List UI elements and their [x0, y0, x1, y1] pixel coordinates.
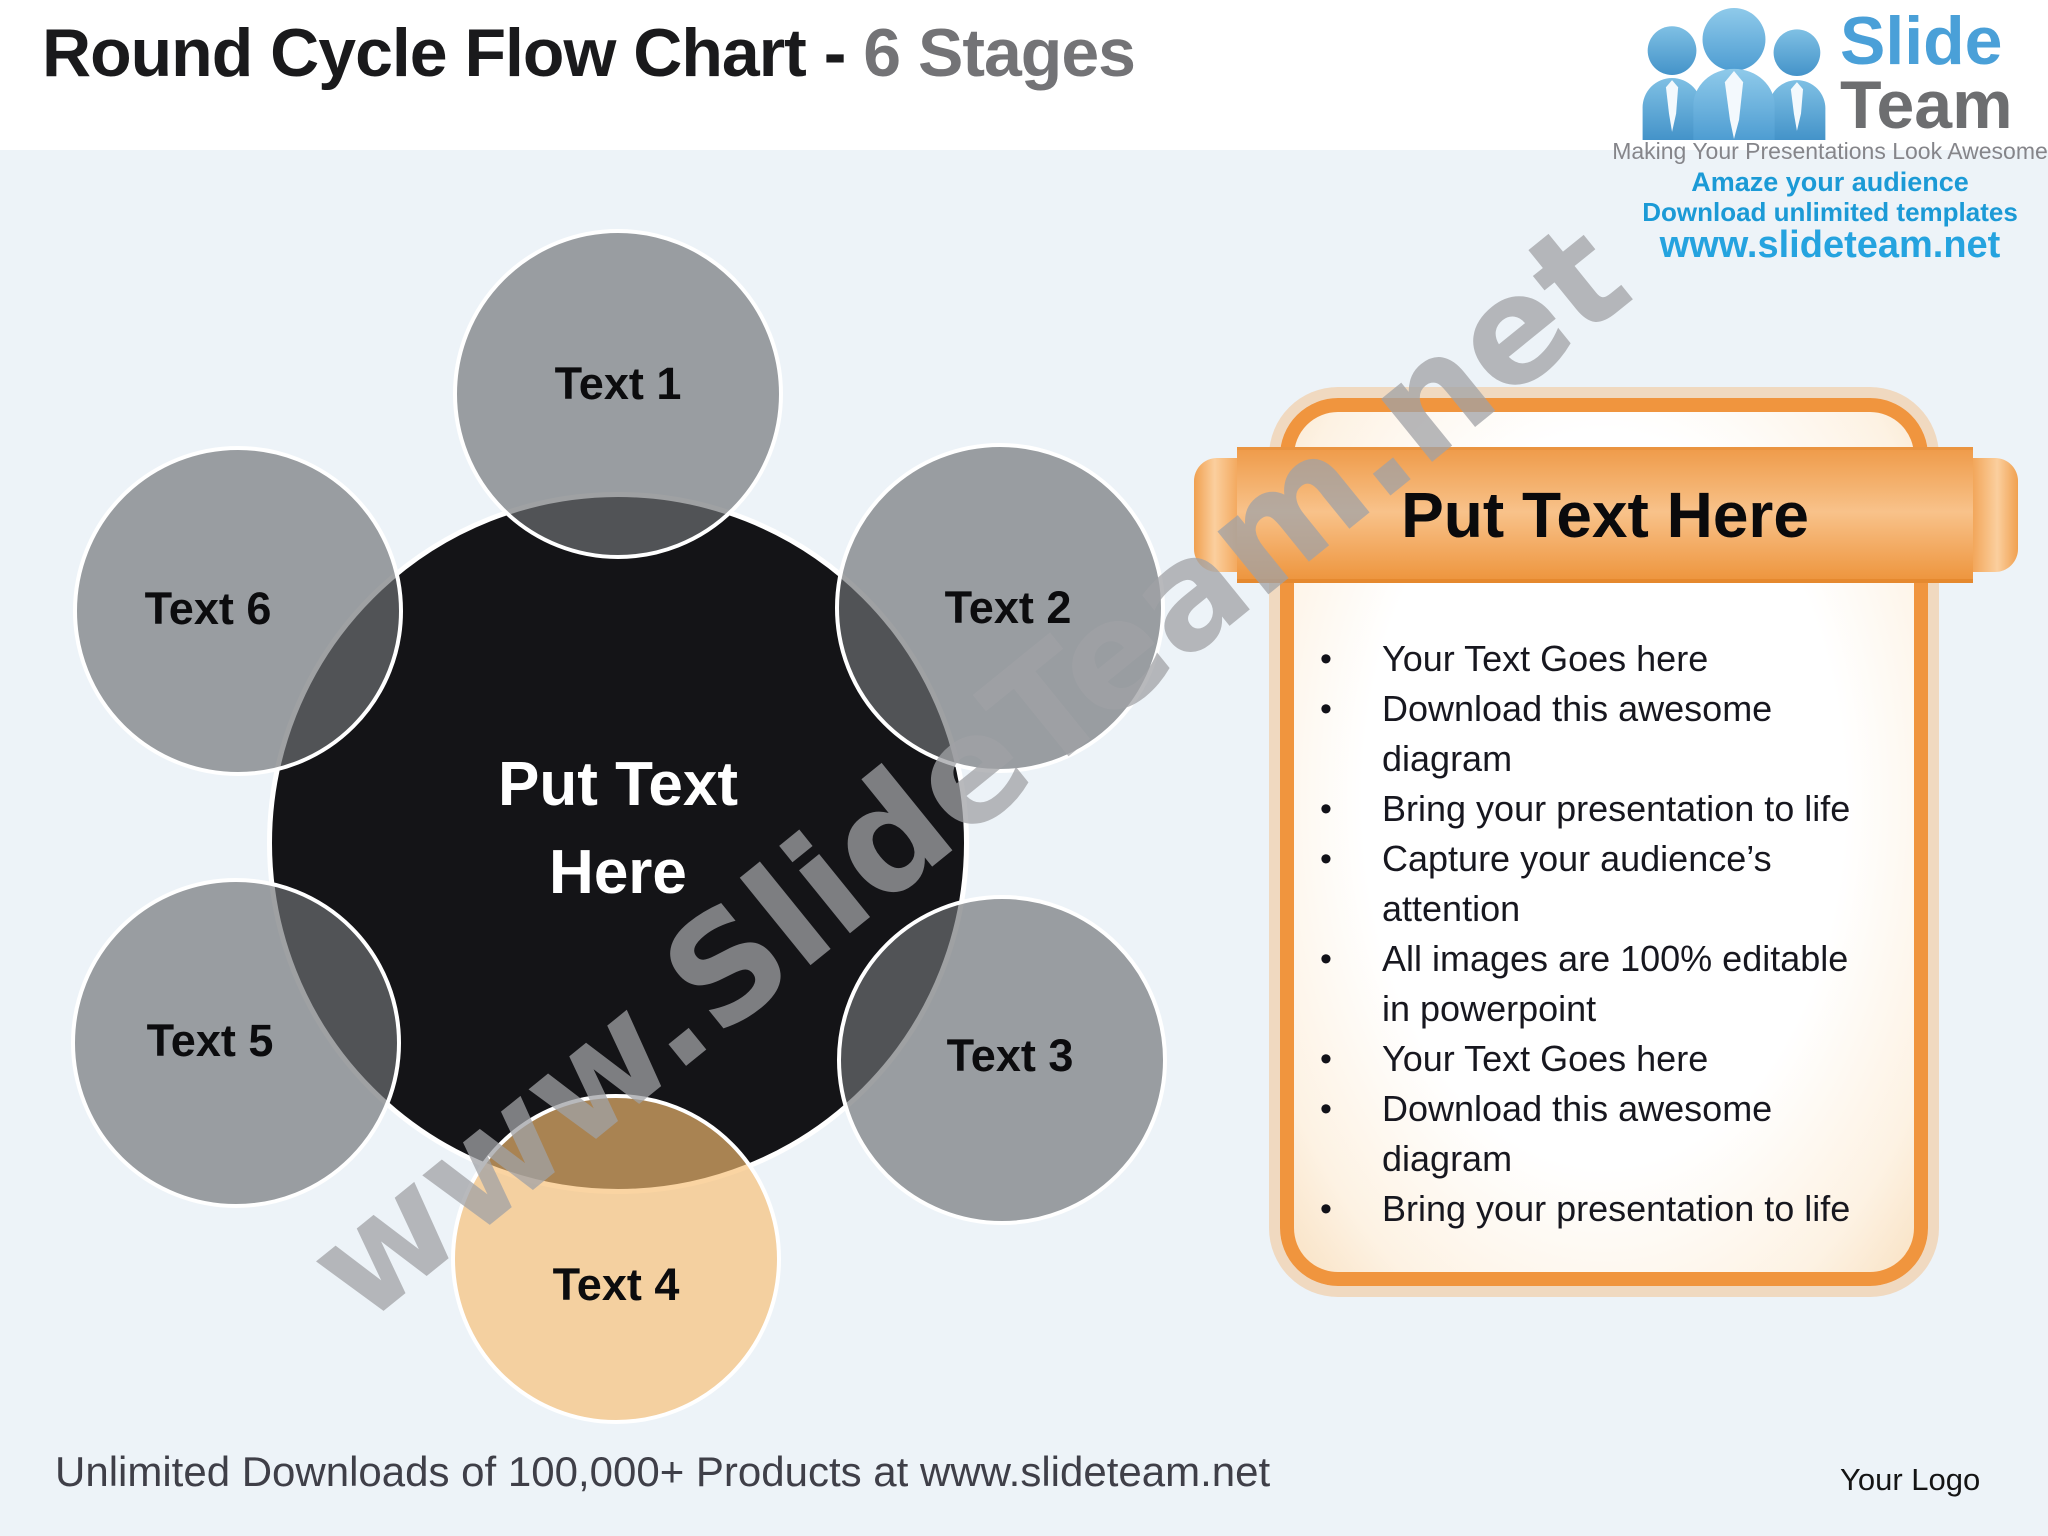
page-title-main: Round Cycle Flow Chart - — [42, 15, 864, 91]
person-middle-icon — [1693, 8, 1775, 140]
your-logo-placeholder[interactable]: Your Logo — [1840, 1462, 1981, 1497]
node-circle-text-6[interactable]: Text 6 — [73, 446, 403, 776]
logo-word-slide: Slide — [1840, 3, 2003, 79]
bullet-item[interactable]: Your Text Goes here — [1312, 634, 1897, 684]
page-title: Round Cycle Flow Chart - 6 Stages — [42, 14, 1136, 92]
node-label[interactable]: Text 1 — [554, 358, 682, 409]
node-circle-text-2[interactable]: Text 2 — [835, 443, 1165, 773]
slideteam-people-icon — [1642, 8, 1826, 140]
person-right-icon — [1768, 29, 1826, 140]
node-label[interactable]: Text 6 — [144, 583, 272, 634]
node-label[interactable]: Text 4 — [552, 1259, 680, 1310]
bullet-item[interactable]: All images are 100% editable in powerpoi… — [1312, 934, 1897, 1034]
bullet-item[interactable]: Download this awesome diagram — [1312, 684, 1897, 784]
center-circle-label[interactable]: Put Text Here — [498, 749, 738, 907]
bullet-item[interactable]: Bring your presentation to life — [1312, 1184, 1897, 1234]
logo-amaze-line: Amaze your audience — [1691, 167, 1969, 197]
node-label[interactable]: Text 2 — [944, 582, 1072, 633]
bullet-item[interactable]: Your Text Goes here — [1312, 1034, 1897, 1084]
node-label[interactable]: Text 5 — [146, 1015, 274, 1066]
node-circle-text-5[interactable]: Text 5 — [71, 878, 401, 1208]
panel-bullet-list: Your Text Goes here Download this awesom… — [1312, 634, 1897, 1234]
banner-right-cap — [1972, 458, 2018, 572]
panel-header-label[interactable]: Put Text Here — [1401, 478, 1809, 551]
panel-header-banner[interactable]: Put Text Here — [1237, 447, 1973, 583]
bullet-item[interactable]: Capture your audience’s attention — [1312, 834, 1897, 934]
banner-left-cap — [1194, 458, 1240, 572]
node-circle-text-1[interactable]: Text 1 — [453, 229, 783, 559]
bullet-item[interactable]: Bring your presentation to life — [1312, 784, 1897, 834]
node-circle-text-3[interactable]: Text 3 — [837, 895, 1167, 1225]
bullet-item[interactable]: Download this awesome diagram — [1312, 1084, 1897, 1184]
logo-download-line: Download unlimited templates — [1642, 197, 2018, 227]
logo-url[interactable]: www.slideteam.net — [1659, 224, 2001, 266]
logo-word-team: Team — [1840, 67, 2013, 143]
node-label[interactable]: Text 3 — [946, 1030, 1074, 1081]
person-left-icon — [1642, 26, 1702, 140]
logo-tagline: Making Your Presentations Look Awesome — [1612, 138, 2048, 164]
slideteam-logo: Slide Team Making Your Presentations Loo… — [1612, 0, 2048, 270]
footer-credit-text: Unlimited Downloads of 100,000+ Products… — [55, 1448, 1271, 1495]
node-circle-text-4[interactable]: Text 4 — [451, 1094, 781, 1424]
page-title-suffix: 6 Stages — [863, 15, 1136, 91]
